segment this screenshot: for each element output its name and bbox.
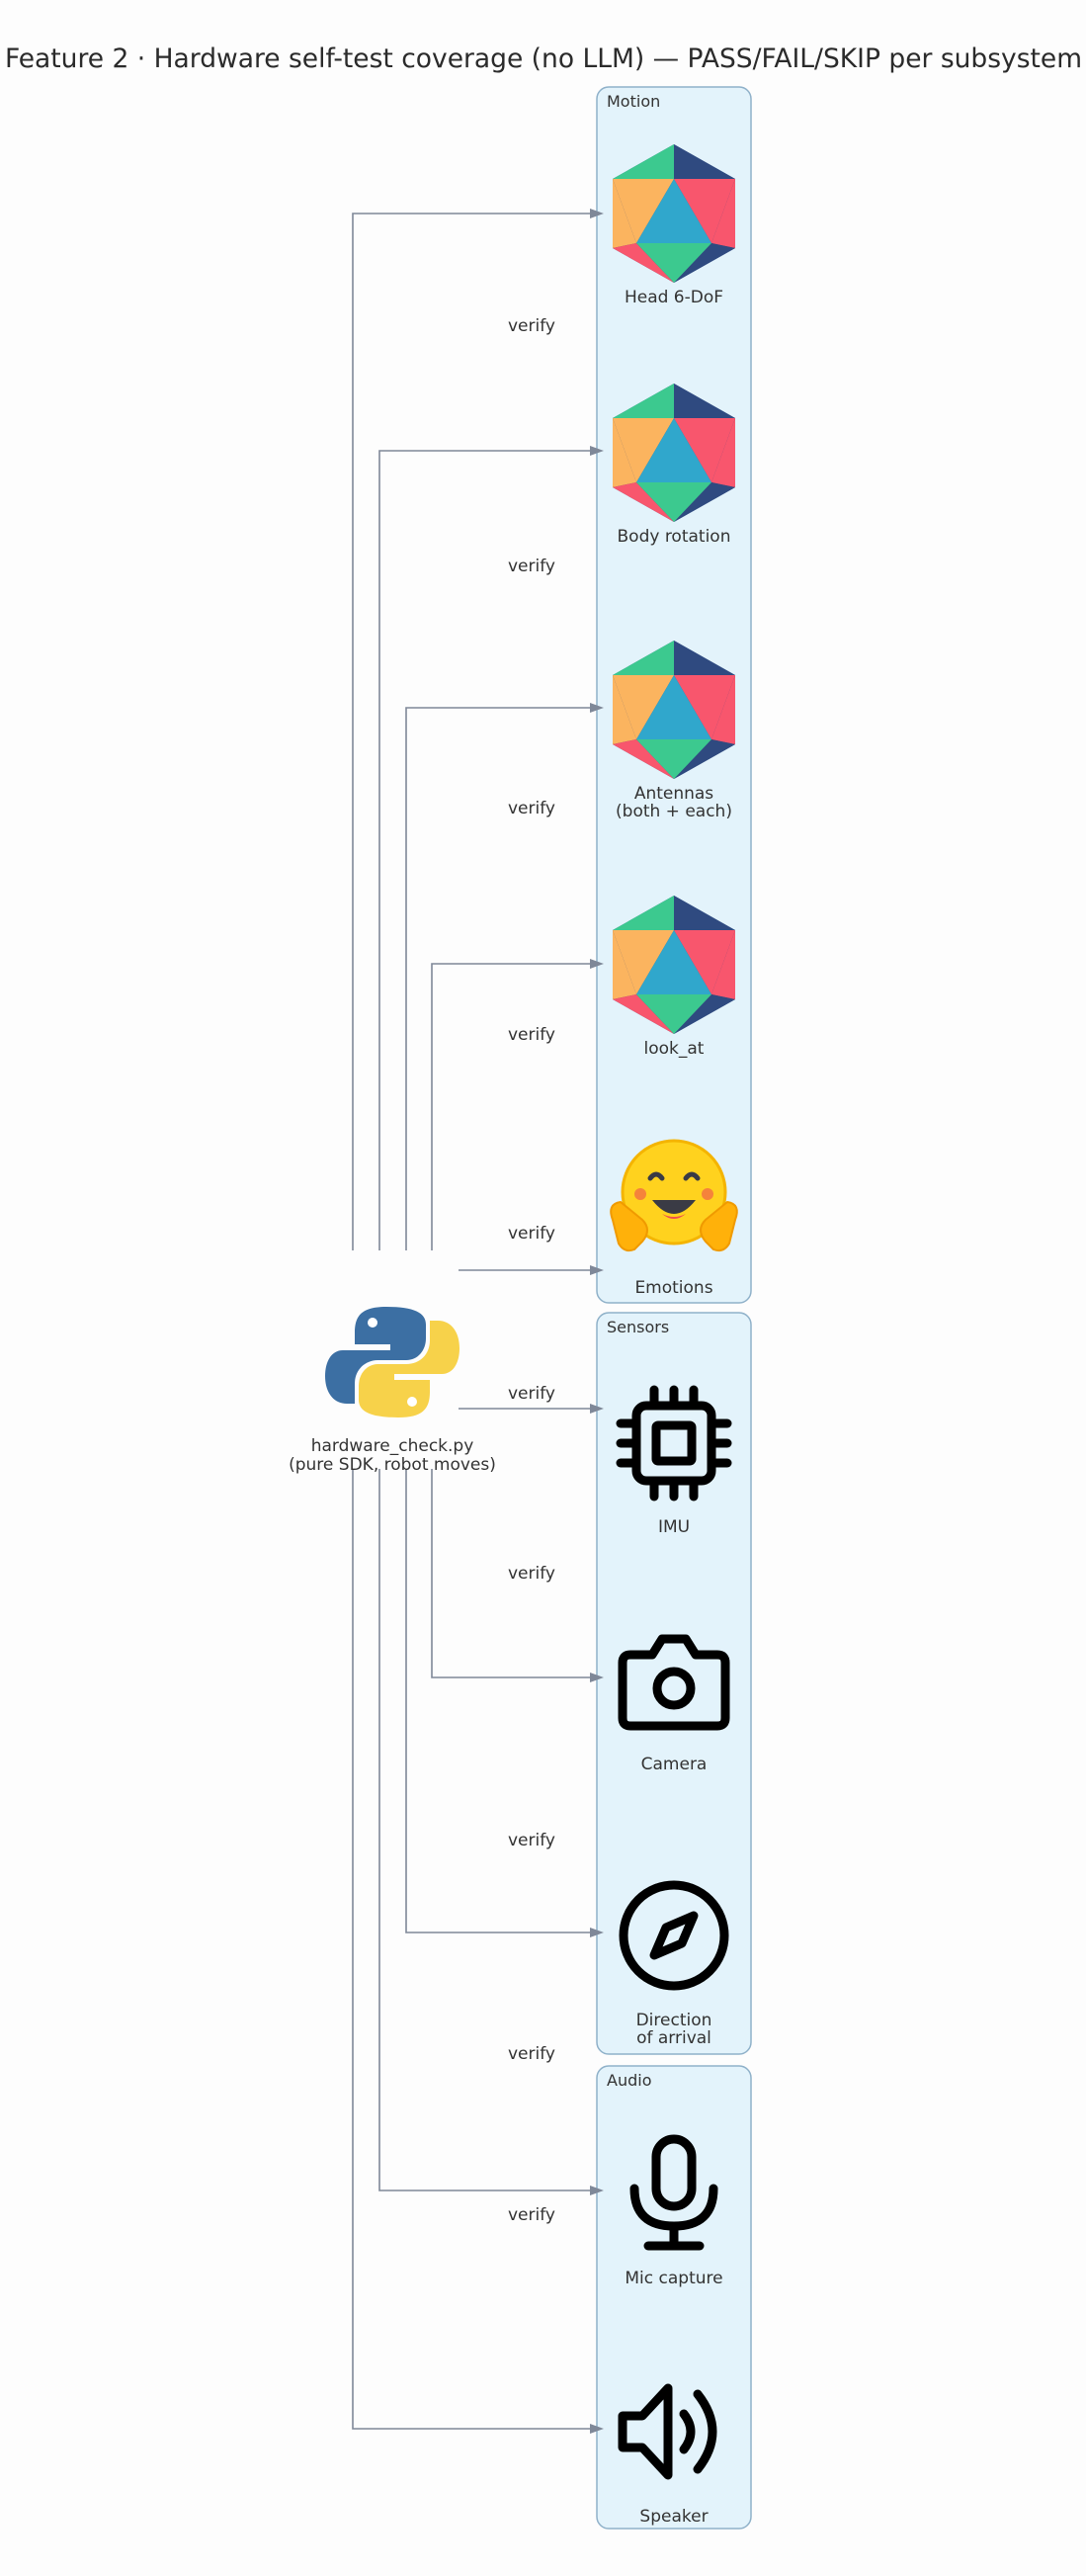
edge-label-mic-capture: verify	[508, 2044, 555, 2064]
edge-label-direction-of-arrival: verify	[508, 1831, 555, 1850]
node-camera: Camera	[618, 1634, 730, 1774]
source-node: hardware_check.py (pure SDK, robot moves…	[289, 1307, 496, 1475]
edge-to-head	[352, 209, 604, 1250]
edge-to-antennas	[405, 703, 604, 1250]
edge-label-look-at: verify	[508, 1025, 555, 1045]
node-label: Antennas	[634, 784, 713, 804]
cluster-label: Audio	[607, 2071, 651, 2090]
node-body-rotation: Body rotation	[613, 384, 735, 547]
node-label: Direction	[636, 2011, 712, 2030]
node-mic-capture: Mic capture	[625, 2134, 723, 2288]
hugging-face-emoji-icon	[610, 1139, 738, 1252]
source-label: (pure SDK, robot moves)	[289, 1455, 496, 1475]
edge-label-body-rotation: verify	[508, 557, 555, 576]
node-label: Body rotation	[618, 527, 731, 547]
edge-to-direction-of-arrival	[405, 1469, 604, 1937]
camera-icon	[618, 1634, 730, 1731]
python-logo-icon	[325, 1307, 459, 1417]
cluster-label: Sensors	[607, 1318, 669, 1336]
node-label: Camera	[641, 1755, 708, 1774]
edge-to-mic-capture	[378, 1469, 604, 2195]
node-antennas: Antennas (both + each)	[613, 641, 735, 821]
node-label: of arrival	[636, 2028, 711, 2048]
compass-icon	[619, 1880, 729, 1991]
node-direction-of-arrival: Direction of arrival	[619, 1880, 729, 2048]
node-emotions: Emotions	[610, 1139, 738, 1298]
node-speaker: Speaker	[618, 2383, 717, 2527]
edge-label-imu: verify	[508, 1384, 555, 1404]
edge-to-imu	[459, 1404, 604, 1414]
chip-icon	[616, 1385, 732, 1502]
edge-label-emotions: verify	[508, 1224, 555, 1244]
node-head-6dof: Head 6-DoF	[613, 144, 735, 307]
edge-label-speaker: verify	[508, 2205, 555, 2225]
node-label: Mic capture	[625, 2269, 722, 2288]
edge-to-look-at	[431, 959, 604, 1250]
node-imu: IMU	[616, 1385, 732, 1537]
speaker-icon	[618, 2383, 717, 2480]
edge-label-head: verify	[508, 316, 555, 336]
edge-to-camera	[431, 1469, 604, 1682]
node-label: IMU	[658, 1517, 690, 1537]
node-label: (both + each)	[616, 802, 732, 821]
node-label: Speaker	[639, 2507, 708, 2527]
node-label: look_at	[644, 1039, 705, 1059]
cluster-label: Motion	[607, 92, 660, 111]
node-look-at: look_at	[613, 896, 735, 1059]
edge-label-antennas: verify	[508, 799, 555, 818]
source-label: hardware_check.py	[311, 1436, 474, 1456]
cluster-sensors: Sensors	[596, 1312, 752, 2055]
edge-label-camera: verify	[508, 1564, 555, 1584]
node-label: Head 6-DoF	[625, 288, 723, 307]
node-label: Emotions	[634, 1278, 712, 1298]
edge-to-emotions	[459, 1265, 604, 1275]
edge-to-body-rotation	[378, 446, 604, 1250]
edge-to-speaker	[352, 1469, 604, 2434]
microphone-icon	[629, 2134, 718, 2251]
diagram-title: Feature 2 · Hardware self-test coverage …	[5, 43, 1082, 74]
